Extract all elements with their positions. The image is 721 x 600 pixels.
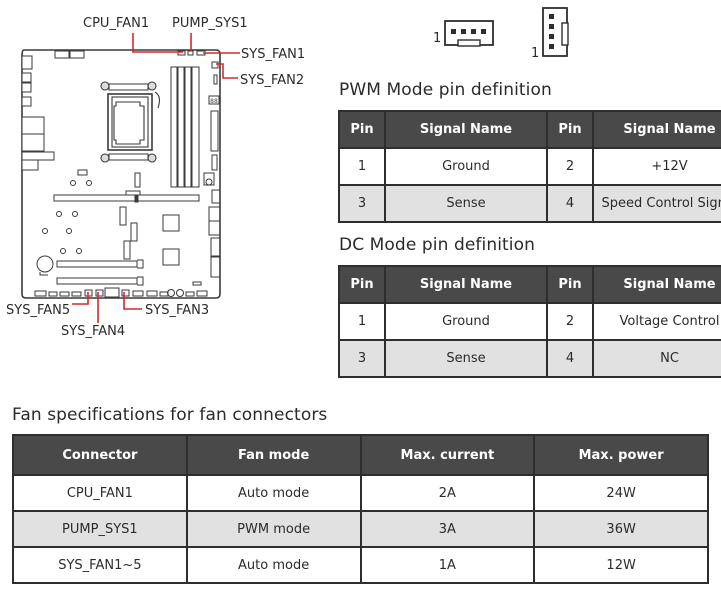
fan-connector-pinout-icons: 1 1 (433, 7, 569, 60)
table-cell: Auto mode (185, 474, 361, 512)
column-header: Fan mode (185, 434, 361, 476)
table-cell: SYS_FAN1~5 (12, 546, 188, 584)
table-header-row: Connector Fan mode Max. current Max. pow… (12, 434, 709, 476)
column-header: Signal Name (592, 110, 721, 149)
table-row: 3 Sense 4 NC (338, 339, 721, 378)
table-cell: 3 (338, 339, 386, 378)
table-row: 1 Ground 2 Voltage Control (338, 302, 721, 341)
callout-sys-fan3: SYS_FAN3 (145, 303, 209, 318)
column-header: Pin (338, 110, 386, 149)
sys-fan2-leader (216, 63, 238, 79)
column-header: Signal Name (592, 265, 721, 304)
table-cell: Sense (384, 184, 548, 223)
dc-pin-definition-table: Pin Signal Name Pin Signal Name 1 Ground… (338, 265, 721, 378)
column-header: Pin (546, 265, 594, 304)
table-cell: 3A (359, 510, 535, 548)
table-cell: Ground (384, 147, 548, 186)
column-header: Signal Name (384, 110, 548, 149)
table-row: 1 Ground 2 +12V (338, 147, 721, 186)
column-header: Pin (546, 110, 594, 149)
table-cell: 4 (546, 184, 594, 223)
callout-labels: CPU_FAN1 PUMP_SYS1 SYS_FAN1 SYS_FAN2 SYS… (6, 16, 305, 339)
table-header-row: Pin Signal Name Pin Signal Name (338, 110, 721, 149)
cpu-fan1-leader (132, 33, 183, 53)
table-cell: 1 (338, 302, 386, 341)
column-header: Max. power (533, 434, 709, 476)
table-row: SYS_FAN1~5 Auto mode 1A 12W (12, 546, 709, 584)
table-cell: +12V (592, 147, 721, 186)
table-cell: 12W (533, 546, 709, 584)
sys-fan5-leader (72, 292, 89, 305)
table-cell: 2 (546, 302, 594, 341)
motherboard-outline (21, 49, 221, 299)
cpu-socket (100, 81, 161, 163)
callout-pump-sys1: PUMP_SYS1 (172, 16, 248, 31)
table-cell: Ground (384, 302, 548, 341)
column-header: Pin (338, 265, 386, 304)
table-cell: Sense (384, 339, 548, 378)
horizontal-pin1-label: 1 (433, 31, 441, 46)
table-cell: 36W (533, 510, 709, 548)
pwm-section-title: PWM Mode pin definition (339, 80, 552, 100)
table-row: CPU_FAN1 Auto mode 2A 24W (12, 474, 709, 512)
callout-sys-fan5: SYS_FAN5 (6, 303, 70, 318)
rear-io-ports (21, 50, 85, 171)
table-row: 3 Sense 4 Speed Control Signal (338, 184, 721, 223)
callout-cpu-fan1: CPU_FAN1 (83, 16, 149, 31)
table-header-row: Pin Signal Name Pin Signal Name (338, 265, 721, 304)
table-cell: 24W (533, 474, 709, 512)
table-cell: Voltage Control (592, 302, 721, 341)
table-cell: 1A (359, 546, 535, 584)
svg-text:88: 88 (210, 98, 218, 105)
table-cell: 1 (338, 147, 386, 186)
pwm-pin-definition-table: Pin Signal Name Pin Signal Name 1 Ground… (338, 110, 721, 223)
callout-lines (72, 33, 240, 323)
vertical-pin1-label: 1 (531, 46, 539, 60)
fan-specifications-table: Connector Fan mode Max. current Max. pow… (12, 434, 709, 584)
sys-fan3-leader (123, 292, 142, 310)
board-components: 88 (34, 50, 221, 298)
table-cell: 4 (546, 339, 594, 378)
table-cell: Auto mode (185, 546, 361, 584)
callout-sys-fan1: SYS_FAN1 (241, 47, 305, 62)
fan-specs-section-title: Fan specifications for fan connectors (12, 405, 328, 425)
table-cell: PUMP_SYS1 (12, 510, 188, 548)
table-cell: 2 (546, 147, 594, 186)
table-cell: NC (592, 339, 721, 378)
column-header: Max. current (359, 434, 535, 476)
vertical-4pin-connector-icon: 1 (531, 7, 569, 60)
column-header: Connector (12, 434, 188, 476)
dc-section-title: DC Mode pin definition (339, 235, 535, 255)
dimm-slots (170, 66, 200, 188)
horizontal-4pin-connector-icon: 1 (433, 20, 494, 47)
table-cell: CPU_FAN1 (12, 474, 188, 512)
table-row: PUMP_SYS1 PWM mode 3A 36W (12, 510, 709, 548)
table-cell: 3 (338, 184, 386, 223)
motherboard-layout-diagram: 88 (6, 16, 305, 339)
table-cell: Speed Control Signal (592, 184, 721, 223)
callout-sys-fan2: SYS_FAN2 (240, 73, 304, 88)
callout-sys-fan4: SYS_FAN4 (61, 324, 125, 339)
table-cell: PWM mode (185, 510, 361, 548)
column-header: Signal Name (384, 265, 548, 304)
table-cell: 2A (359, 474, 535, 512)
